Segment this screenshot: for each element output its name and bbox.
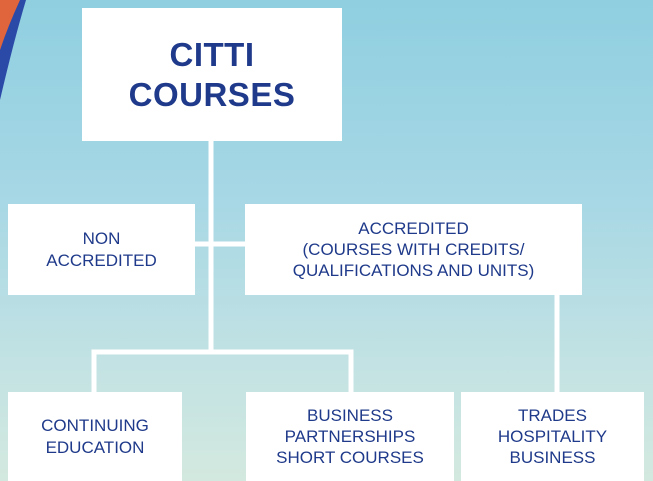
business-partnerships-label: BUSINESS PARTNERSHIPS SHORT COURSES xyxy=(276,405,424,468)
business-partnerships-box: BUSINESS PARTNERSHIPS SHORT COURSES xyxy=(246,392,454,481)
non-accredited-box: NON ACCREDITED xyxy=(8,204,195,295)
diagram-title: CITTI COURSES xyxy=(128,35,296,113)
accredited-box: ACCREDITED (COURSES WITH CREDITS/ QUALIF… xyxy=(245,204,582,295)
accredited-label: ACCREDITED (COURSES WITH CREDITS/ QUALIF… xyxy=(292,218,535,281)
trades-box: TRADES HOSPITALITY BUSINESS xyxy=(461,392,644,481)
continuing-education-box: CONTINUING EDUCATION xyxy=(8,392,182,481)
continuing-education-label: CONTINUING EDUCATION xyxy=(41,416,149,457)
title-box: CITTI COURSES xyxy=(82,8,342,141)
trades-label: TRADES HOSPITALITY BUSINESS xyxy=(497,405,608,468)
non-accredited-label: NON ACCREDITED xyxy=(46,229,157,270)
corner-decoration xyxy=(0,0,26,100)
